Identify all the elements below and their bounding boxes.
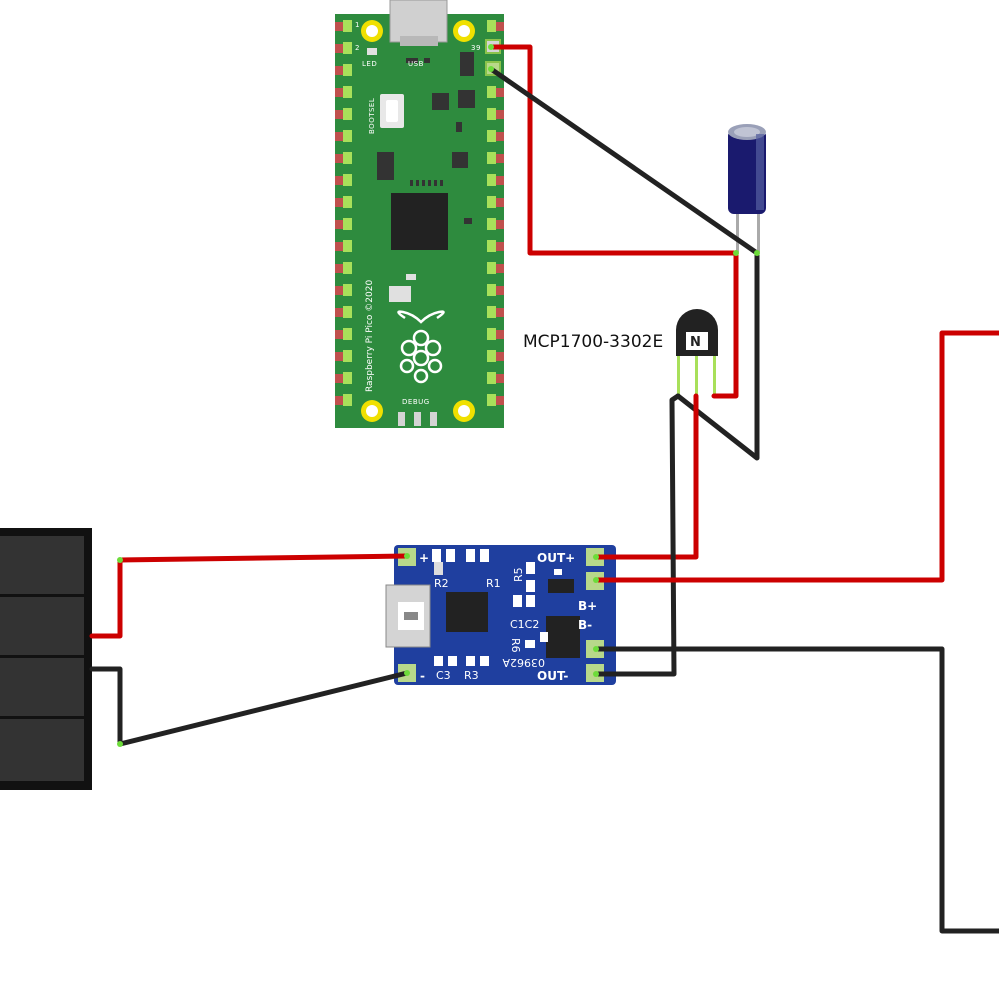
charger-b-minus-label: B-	[578, 618, 592, 632]
charger-out-minus-label: OUT-	[537, 669, 568, 683]
battery-pack	[0, 528, 92, 790]
raspberry-logo	[397, 310, 445, 384]
wire-black-regulator-gnd	[593, 393, 681, 677]
wire-red-pack-plus	[89, 553, 410, 639]
pico-usb-connector	[389, 0, 448, 43]
pico-led	[367, 48, 377, 55]
tp4056-charger-module: + - OUT+ B+ B- OUT- R2 R1 R5 C1C2 R6 C3 …	[385, 545, 616, 685]
charger-code-label: 03962A	[502, 656, 545, 669]
charger-r5-label: R5	[512, 567, 525, 582]
wire-red-battery-plus	[593, 330, 999, 583]
pico-bootsel-label: BOOTSEL	[368, 98, 376, 134]
charger-c3-label: C3	[436, 669, 451, 682]
svg-text:N: N	[690, 335, 701, 350]
pico-usb-label: USB	[408, 60, 424, 68]
charger-r3-label: R3	[464, 669, 479, 682]
regulator-label: MCP1700-3302E	[523, 332, 663, 352]
charger-c1c2-label: C1C2	[510, 618, 539, 631]
pico-rp2040-chip	[391, 193, 448, 250]
wire-red-pico-vsys	[488, 44, 739, 399]
wire-red-regulator-in	[593, 393, 699, 560]
raspberry-pi-pico: 1 2 39 LED USB BOOTSEL Raspberry Pi Pico…	[335, 0, 504, 428]
wire-black-pico-gnd	[488, 66, 760, 461]
charger-r6-label: R6	[509, 638, 522, 653]
pico-pin2-label: 2	[355, 44, 360, 52]
wire-black-pack-minus	[89, 666, 410, 747]
pico-debug-label: DEBUG	[402, 398, 430, 406]
wire-black-battery-minus	[593, 646, 999, 934]
charger-plus-label: +	[419, 551, 429, 565]
charger-ic	[446, 592, 488, 632]
pico-led-label: LED	[362, 60, 377, 68]
charger-b-plus-label: B+	[578, 599, 597, 613]
charger-r1-label: R1	[486, 577, 501, 590]
wires	[89, 44, 999, 934]
pico-right-pins	[496, 22, 504, 405]
pico-left-pins	[335, 22, 343, 405]
charger-minus-label: -	[420, 669, 425, 683]
pico-flash-chip	[377, 152, 394, 180]
protection-ic	[546, 616, 580, 658]
pico-pin39-label: 39	[471, 44, 481, 52]
pico-board-name: Raspberry Pi Pico ©2020	[365, 280, 375, 392]
charger-r2-label: R2	[434, 577, 449, 590]
pico-pin1-label: 1	[355, 21, 360, 29]
charger-out-plus-label: OUT+	[537, 551, 575, 565]
electrolytic-capacitor	[728, 124, 766, 252]
mcp1700-regulator: N	[676, 309, 718, 398]
